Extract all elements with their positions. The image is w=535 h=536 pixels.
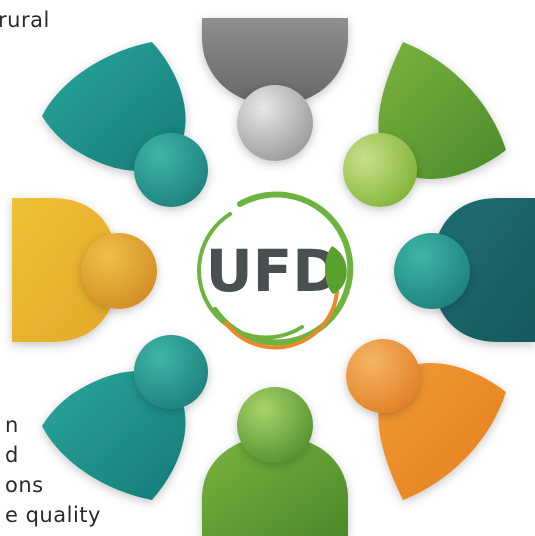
person-figure-bottom-left — [42, 335, 208, 500]
text-fragment-d: d — [5, 443, 19, 467]
person-figure-right — [394, 198, 535, 342]
person-figure-top — [202, 18, 348, 161]
leaf-icon — [324, 246, 347, 294]
person-figure-left — [12, 198, 157, 342]
logo-text: UFD — [206, 237, 341, 305]
text-fragment-rural: rural — [0, 8, 50, 32]
text-fragment-quality: e quality — [5, 503, 101, 527]
text-fragment-ons: ons — [5, 473, 44, 497]
person-figure-top-left — [42, 42, 208, 207]
person-figure-bottom-right — [346, 339, 506, 500]
ufd-logo: UFD — [197, 191, 354, 350]
person-figure-bottom — [202, 387, 348, 536]
text-fragment-n: n — [5, 413, 19, 437]
person-figure-top-right — [343, 42, 506, 207]
